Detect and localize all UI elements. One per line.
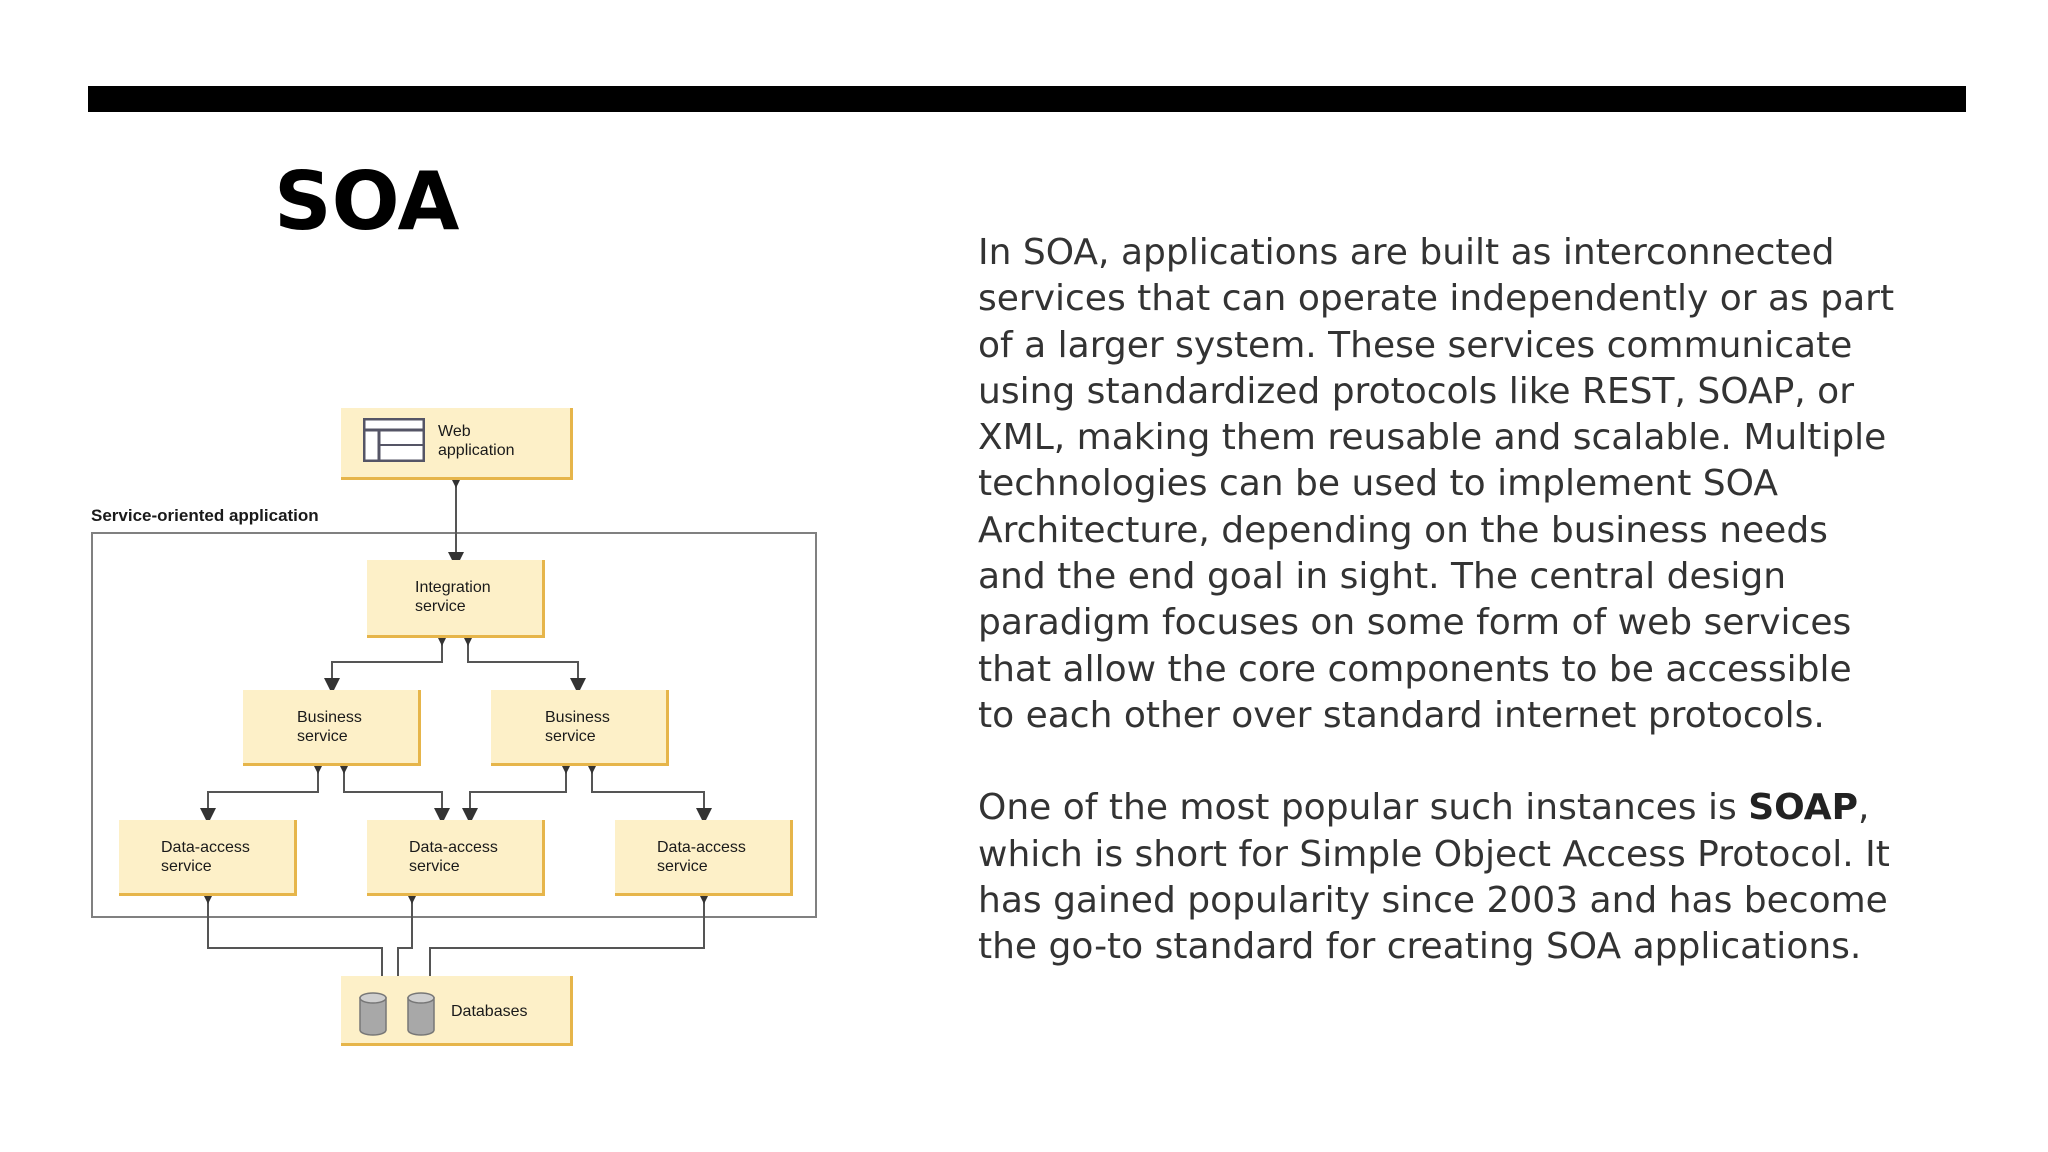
business-1-to-data-1-link: [200, 758, 326, 824]
data-access-service-1-label: Data-access service: [161, 838, 250, 876]
integration-to-business-2-link: [460, 630, 586, 694]
data-2-to-databases-link: [390, 888, 420, 998]
database-cylinder-icon: [359, 992, 435, 1036]
business-service-1-box: Business service: [243, 690, 421, 766]
databases-label: Databases: [451, 1003, 528, 1020]
integration-service-label: Integration service: [415, 578, 491, 616]
soap-emphasis: SOAP: [1748, 787, 1859, 829]
data-access-2-line-1: Data-access: [409, 839, 498, 856]
data-access-2-line-2: service: [409, 858, 460, 875]
business-1-to-data-2-link: [336, 758, 450, 824]
integration-to-business-1-link: [324, 630, 450, 694]
business-2-to-data-3-link: [584, 758, 712, 824]
web-application-box: Web application: [341, 408, 573, 480]
data-access-service-3-box: Data-access service: [615, 820, 793, 896]
web-window-icon: [363, 418, 425, 462]
business-service-1-line-2: service: [297, 728, 348, 745]
business-service-2-box: Business service: [491, 690, 669, 766]
data-1-to-databases-link: [200, 888, 390, 998]
web-application-line-1: Web: [438, 423, 471, 440]
container-label: Service-oriented application: [91, 506, 319, 525]
data-access-service-2-box: Data-access service: [367, 820, 545, 896]
web-application-line-2: application: [438, 442, 515, 459]
integration-service-line-2: service: [415, 598, 466, 615]
body-paragraph-1: In SOA, applications are built as interc…: [978, 232, 1895, 736]
business-service-2-line-1: Business: [545, 709, 610, 726]
data-access-1-line-1: Data-access: [161, 839, 250, 856]
body-paragraph-2: One of the most popular such instances i…: [978, 785, 1898, 970]
slide-body: In SOA, applications are built as interc…: [978, 230, 1898, 970]
data-access-service-2-label: Data-access service: [409, 838, 498, 876]
paragraph-2-lead: One of the most popular such instances i…: [978, 787, 1749, 829]
paragraph-2-rest: , which is short for Simple Object Acces…: [978, 787, 1890, 968]
soa-architecture-diagram: Service-oriented application: [86, 400, 826, 1050]
top-accent-bar: [88, 86, 1966, 112]
data-access-service-1-box: Data-access service: [119, 820, 297, 896]
data-access-service-3-label: Data-access service: [657, 838, 746, 876]
business-service-2-line-2: service: [545, 728, 596, 745]
integration-service-box: Integration service: [367, 560, 545, 638]
databases-box: Databases: [341, 976, 573, 1046]
business-service-1-line-1: Business: [297, 709, 362, 726]
business-service-2-label: Business service: [545, 708, 610, 746]
data-3-to-databases-link: [422, 888, 712, 998]
data-access-1-line-2: service: [161, 858, 212, 875]
data-access-3-line-1: Data-access: [657, 839, 746, 856]
business-2-to-data-2-link: [462, 758, 574, 824]
slide-title: SOA: [274, 155, 460, 248]
integration-service-line-1: Integration: [415, 579, 491, 596]
web-application-label: Web application: [438, 422, 515, 460]
business-service-1-label: Business service: [297, 708, 362, 746]
data-access-3-line-2: service: [657, 858, 708, 875]
connector-lines: [200, 472, 712, 998]
